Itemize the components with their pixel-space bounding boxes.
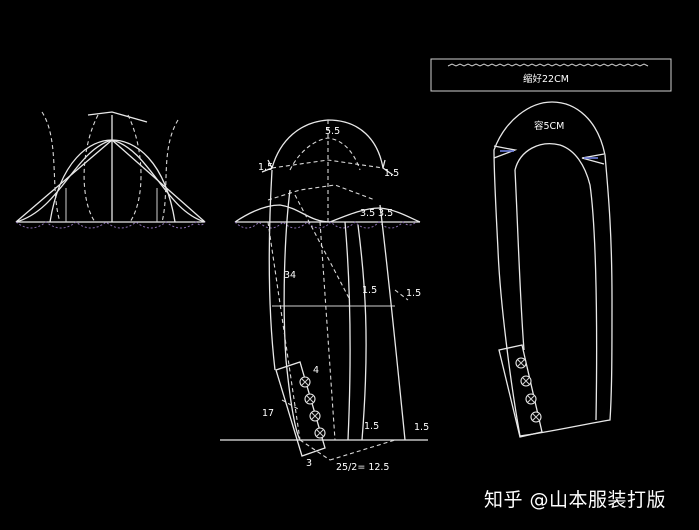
label-3: 3 [306, 458, 312, 469]
label-3-5-b: 3.5 [378, 208, 393, 219]
right-notch [382, 159, 394, 176]
sleeve-draft-diagram: 5.5 1.5 1.5 3.5 3.5 34 1.5 1.5 4 17 1.5 … [220, 119, 429, 473]
label-4: 4 [313, 365, 319, 376]
front-construction-dash [267, 221, 301, 441]
wavy-shrink-line [447, 63, 649, 67]
finished-button [525, 393, 537, 405]
label-top-5-5: 5.5 [325, 126, 340, 137]
top-sleeve-front [283, 189, 301, 441]
cap-triangle [15, 139, 206, 223]
outer-sleeve [493, 101, 613, 437]
right-notch-mark [581, 153, 605, 165]
diag-construction-dash [294, 194, 351, 301]
hem-dash-a [299, 439, 331, 461]
draft-upper-dash [267, 184, 376, 201]
draft-button [309, 410, 321, 422]
cuff-vent [275, 361, 326, 457]
label-left-1-5: 1.5 [258, 162, 273, 173]
mid-construction-dash [319, 221, 336, 441]
finished-button [520, 375, 532, 387]
under-sleeve-inner [514, 143, 598, 421]
draft-left-underarm [234, 204, 331, 223]
cap-dash-right-outer [161, 119, 179, 223]
ease-note: 容5CM [534, 120, 564, 132]
draft-inner-cap-dash [289, 137, 361, 171]
finished-cuff-vent [498, 344, 543, 438]
under-sleeve-back [379, 204, 406, 441]
top-sleeve-back [357, 224, 367, 441]
label-right-1-5: 1.5 [384, 168, 399, 179]
under-sleeve-front [268, 169, 276, 371]
label-3-5-a: 3.5 [360, 208, 375, 219]
draft-buttons [299, 376, 326, 439]
cap-curve [15, 139, 206, 223]
back-tick-dash [394, 289, 409, 301]
cap-dash-left-outer [41, 111, 61, 223]
finished-sleeve-diagram: 缩好22CM 容5CM [430, 58, 672, 438]
shrink-note-box [430, 58, 672, 92]
under-sleeve-front [514, 169, 525, 351]
left-notch [261, 159, 273, 173]
label-bottom-right-1-5: 1.5 [414, 422, 429, 433]
draft-cap-chord [271, 159, 384, 169]
cap-dotted-scallop [15, 221, 206, 229]
draft-button [299, 376, 311, 388]
label-34: 34 [284, 270, 296, 281]
cap-dash-right-inner [127, 114, 142, 223]
sleeve-cap-diagram [15, 111, 206, 229]
finished-button [515, 357, 527, 369]
label-mid-1-5-b: 1.5 [406, 288, 421, 299]
watermark: 知乎 @山本服装打版 [484, 489, 667, 511]
finished-button [530, 411, 542, 423]
label-bottom-1-5: 1.5 [364, 421, 379, 432]
finished-buttons [515, 357, 542, 423]
cap-dash-left-inner [83, 114, 99, 223]
cap-top-line [87, 111, 148, 123]
label-mid-1-5: 1.5 [362, 285, 377, 296]
draft-dotted-scallop [234, 221, 417, 229]
draft-button [304, 393, 316, 405]
shrink-note: 缩好22CM [523, 73, 569, 85]
left-notch-mark [493, 145, 518, 159]
label-cuff-width: 25/2= 12.5 [336, 462, 389, 473]
label-17: 17 [262, 408, 274, 419]
hem-dash-b [329, 439, 396, 461]
draft-button [314, 427, 326, 439]
under-sleeve-back-inner [344, 221, 351, 441]
